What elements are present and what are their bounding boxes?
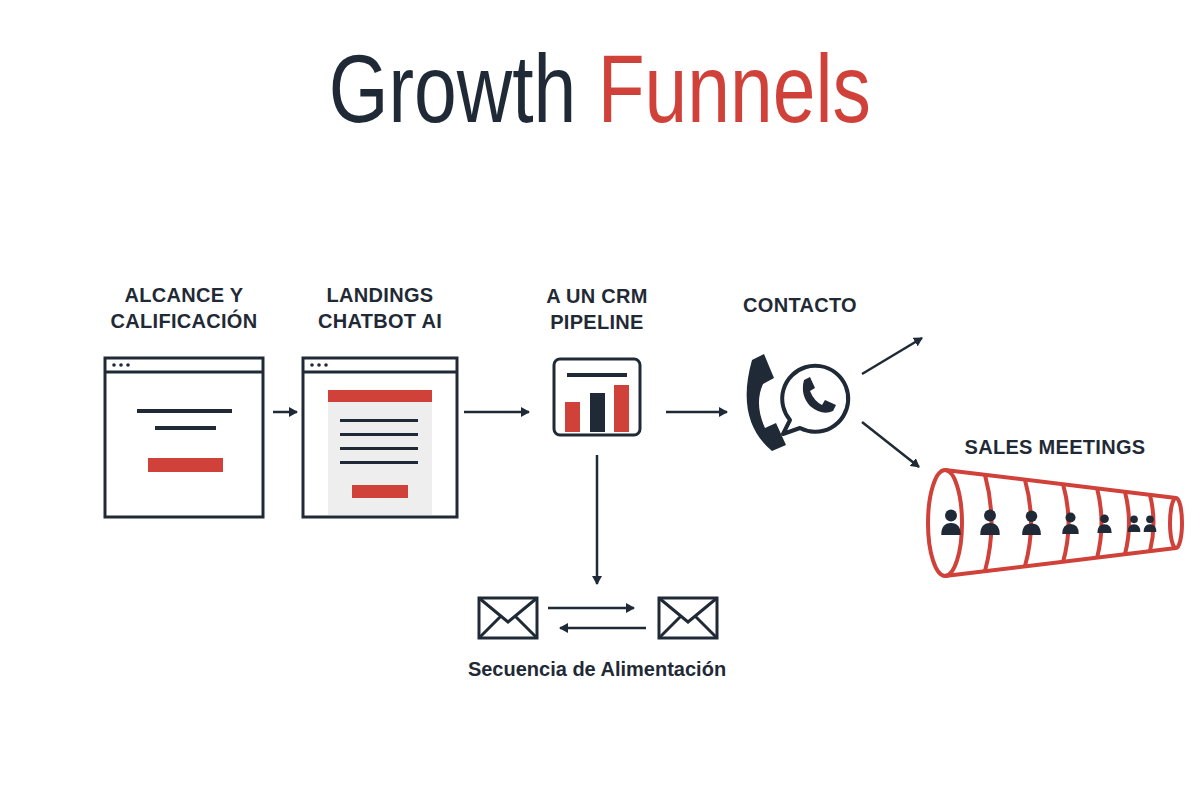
- step-label: A UN CRM PIPELINE: [532, 283, 662, 335]
- step-label: Secuencia de Alimentación: [447, 656, 747, 682]
- funnel-people: [941, 510, 1156, 535]
- flow-arrow: [666, 411, 727, 414]
- flow-arrow: [273, 411, 297, 414]
- crm-step: A UN CRM PIPELINE: [532, 283, 662, 437]
- flow-arrow: [596, 455, 599, 584]
- nurture-step: Secuencia de Alimentación: [447, 592, 747, 682]
- step-label: CONTACTO: [730, 292, 870, 318]
- title-row: Growth Funnels: [0, 36, 1200, 142]
- flow-arrow: [464, 411, 529, 414]
- crm-chart-icon: [554, 359, 640, 435]
- reach-step: ALCANCE Y CALIFICACIÓN: [99, 282, 269, 518]
- meetings-step: SALES MEETINGS: [925, 434, 1185, 580]
- email-sequence-icon: [479, 598, 717, 638]
- step-label: ALCANCE Y CALIFICACIÓN: [99, 282, 269, 334]
- title: Growth Funnels: [329, 36, 871, 142]
- step-label: SALES MEETINGS: [925, 434, 1185, 460]
- flow-arrow: [862, 422, 919, 467]
- phone-whatsapp-icon: [747, 354, 849, 451]
- landing-step: LANDINGS CHATBOT AI: [300, 282, 460, 518]
- open-arrow: [862, 338, 922, 374]
- step-label: LANDINGS CHATBOT AI: [300, 282, 460, 334]
- contact-step: CONTACTO: [730, 292, 870, 447]
- sales-funnel-icon: [928, 470, 1182, 576]
- landing-page-icon: [303, 358, 457, 517]
- browser-window-icon: [105, 358, 263, 517]
